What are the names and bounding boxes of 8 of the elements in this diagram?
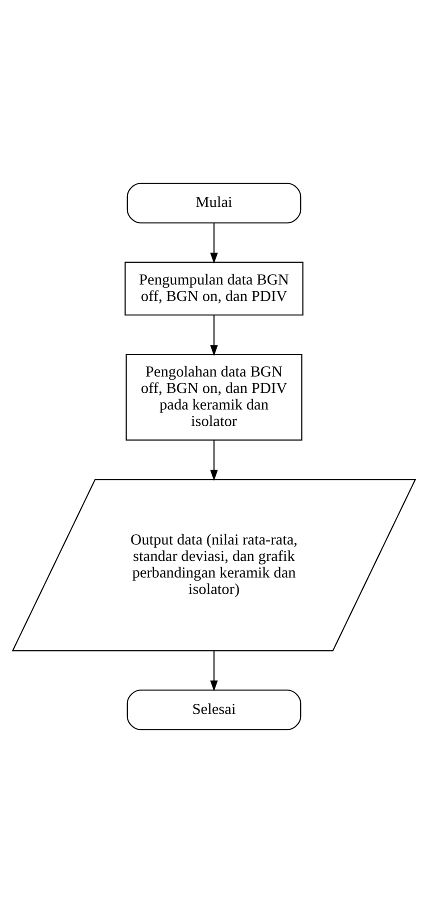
- node-box: Pengolahan data BGN off, BGN on, dan PDIV pada keramik dan isolator: [126, 354, 302, 441]
- arrow: [210, 316, 218, 356]
- node-box: Pengumpulan data BGN off, BGN on, dan PDIV: [124, 262, 304, 316]
- node-box: Selesai: [126, 690, 302, 730]
- arrow: [210, 440, 218, 481]
- arrow: [210, 650, 218, 692]
- arrow: [210, 223, 218, 264]
- node-box: Mulai: [126, 182, 302, 224]
